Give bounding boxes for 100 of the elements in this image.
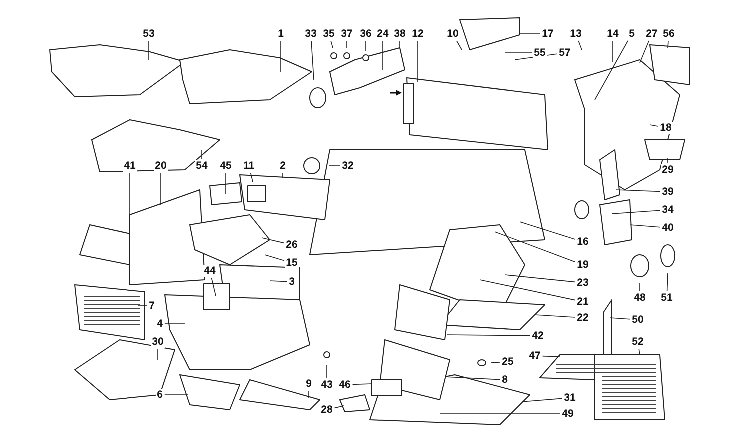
callout-number: 41 [123,160,137,172]
callout-number: 4 [156,318,164,330]
leader-line [612,40,614,62]
callout-number: 35 [322,28,336,40]
callout-number: 18 [659,122,673,134]
callout-number: 54 [195,160,209,172]
leader-line [594,40,628,100]
leader-line [578,40,582,50]
callout-number: 44 [203,265,217,277]
leader-line [456,40,462,50]
leader-line [494,232,576,262]
callout-number: 12 [411,28,425,40]
callout-number: 23 [576,277,590,289]
callout-number: 27 [645,28,659,40]
callout-number: 30 [151,336,165,348]
leader-line [534,314,576,318]
leader-line [514,54,558,60]
leader-line [148,40,150,60]
callout-number: 38 [393,28,407,40]
callout-number: 48 [633,292,647,304]
callout-number: 57 [558,47,572,59]
leader-line [280,40,282,72]
callout-number: 51 [660,292,674,304]
callout-number: 26 [285,239,299,251]
leader-line [346,40,348,48]
callout-number: 46 [338,379,352,391]
leader-line [522,398,563,402]
callout-number: 52 [631,336,645,348]
callout-number: 36 [359,28,373,40]
callout-number: 13 [569,28,583,40]
callout-number: 15 [285,257,299,269]
callout-number: 17 [541,28,555,40]
leader-line [666,272,668,292]
callout-number: 16 [576,236,590,248]
leader-line [308,390,310,398]
leader-line [250,172,254,182]
leader-line [504,274,576,283]
leader-line [542,356,560,358]
leader-line [264,254,285,262]
callout-number: 11 [242,160,256,172]
callout-number: 31 [563,392,577,404]
leader-line [330,40,334,48]
callout-number: 32 [341,160,355,172]
callout-number: 43 [320,379,334,391]
callout-number: 2 [279,160,287,172]
callout-number: 39 [661,186,675,198]
leader-line [520,222,576,240]
callout-number: 47 [528,350,542,362]
callout-number: 50 [631,314,645,326]
callout-number: 33 [304,28,318,40]
leader-line [612,210,661,214]
callout-number: 34 [661,204,675,216]
callout-number: 20 [154,160,168,172]
callout-number: 14 [606,28,620,40]
callout-number: 49 [561,408,575,420]
callout-number: 45 [219,160,233,172]
callout-number: 28 [320,404,334,416]
leader-line [282,172,284,178]
leader-line [630,224,661,228]
callout-number: 21 [576,296,590,308]
leader-line [352,384,372,386]
callout-number: 55 [533,47,547,59]
callout-number: 25 [501,356,515,368]
callout-number: 22 [576,312,590,324]
callout-number: 9 [305,378,313,390]
leader-line [480,280,576,301]
callout-number: 29 [661,164,675,176]
callout-number: 1 [277,28,285,40]
leader-line [326,364,328,378]
leader-line [311,40,314,80]
callout-number: 8 [501,374,509,386]
callout-number: 40 [661,222,675,234]
leader-line [334,406,344,409]
leader-line [262,238,285,244]
leader-line [444,376,500,380]
callout-number: 56 [662,28,676,40]
callout-number: 5 [628,28,636,40]
callout-number: 24 [376,28,390,40]
leader-line [650,124,659,127]
callout-number: 7 [148,300,156,312]
callout-number: 37 [340,28,354,40]
leader-line [610,318,631,320]
callout-number: 53 [142,28,156,40]
leader-line [211,278,216,296]
leader-line [640,40,650,64]
leader-line [382,40,384,70]
callout-number: 6 [156,389,164,401]
callout-number: 42 [531,330,545,342]
leader-line [668,40,669,48]
leader-line [638,348,640,356]
leader-line [490,362,501,364]
callout-number: 10 [446,28,460,40]
leader-line [270,280,288,282]
leader-line [164,394,188,396]
callout-number: 3 [288,276,296,288]
leader-line [160,172,162,206]
callout-number: 19 [576,259,590,271]
leader-line [504,52,533,54]
leader-line [446,334,531,336]
leader-line [616,190,661,192]
